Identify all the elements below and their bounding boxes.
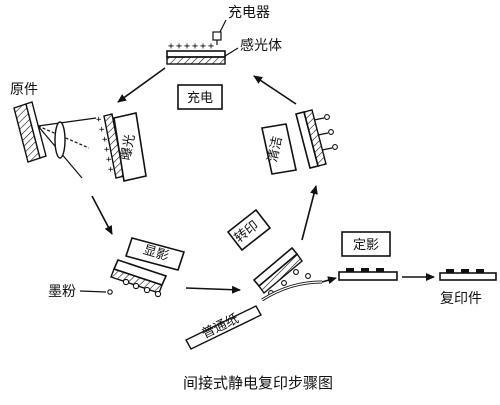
fix-sheet — [338, 268, 398, 281]
photoreceptor-plate — [166, 56, 226, 65]
svg-text:+: + — [96, 115, 102, 125]
step-expose: 曝光 — [113, 112, 147, 182]
copy-sheet — [439, 269, 497, 281]
charge-signs: +++ +++ — [168, 41, 214, 52]
toner-label: 墨粉 — [48, 284, 76, 300]
original-document — [13, 101, 47, 163]
original-label: 原件 — [10, 82, 38, 98]
step-transfer: 转印 — [226, 208, 272, 252]
flow-arrows — [91, 67, 435, 294]
svg-text:+: + — [208, 41, 214, 52]
toner-leader-line — [79, 290, 107, 293]
svg-text:+: + — [200, 41, 206, 52]
step-clean-label: 清洁 — [266, 135, 286, 164]
arrow-develop-to-transfer — [185, 285, 241, 294]
step-develop: 显影 — [124, 237, 186, 271]
plain-paper-label: 普通纸 — [200, 312, 242, 343]
charger-leader-line — [219, 19, 227, 33]
copy-output: 复印件 — [439, 269, 497, 307]
arrow-transfer-to-fix — [321, 276, 337, 285]
svg-text:+: + — [184, 41, 190, 52]
step-fix-label: 定影 — [353, 238, 379, 253]
photoreceptor-leader-line — [224, 47, 239, 57]
step-charge-label: 充电 — [187, 90, 213, 106]
residual-toner — [313, 114, 338, 151]
clean-station: 清洁 — [261, 109, 338, 175]
charger-label: 充电器 — [228, 5, 270, 21]
diagram-caption: 间接式静电复印步骤图 — [183, 374, 333, 392]
transfer-station: 转印 普通纸 — [185, 208, 323, 350]
arrow-expose-to-develop — [91, 195, 113, 235]
lens-icon — [54, 121, 66, 159]
exposure-station: 原件 +++ +++ 曝光 — [10, 82, 147, 182]
photoreceptor-top-layer — [166, 50, 226, 58]
exposure-light-beams — [37, 117, 97, 179]
charger-icon — [212, 31, 222, 45]
photoreceptor-label: 感光体 — [240, 37, 282, 54]
charging-station: 充电器 +++ +++ 感光体 — [166, 5, 282, 65]
svg-text:+: + — [168, 41, 174, 52]
arrow-transfer-to-clean — [301, 185, 318, 241]
plain-paper: 普通纸 — [185, 305, 262, 350]
step-clean: 清洁 — [261, 123, 297, 175]
clean-photoreceptor — [303, 109, 327, 167]
toner-particles — [107, 278, 162, 298]
copy-label: 复印件 — [440, 290, 482, 307]
step-fix: 定影 — [341, 231, 391, 257]
develop-station: 显影 墨粉 — [48, 237, 186, 300]
svg-text:+: + — [106, 155, 112, 165]
step-expose-label: 曝光 — [119, 133, 138, 161]
arrow-charge-to-expose — [117, 67, 166, 103]
svg-text:+: + — [176, 41, 182, 52]
exposed-charges: +++ +++ — [96, 115, 114, 175]
svg-text:+: + — [108, 165, 114, 175]
svg-text:+: + — [102, 135, 108, 145]
step-develop-label: 显影 — [141, 243, 170, 265]
transfer-photoreceptor — [258, 252, 303, 295]
arrow-clean-to-charge — [253, 75, 297, 105]
fix-station: 定影 — [338, 231, 398, 281]
svg-text:+: + — [104, 145, 110, 155]
svg-text:+: + — [99, 125, 105, 135]
svg-text:+: + — [192, 41, 198, 52]
step-charge: 充电 — [177, 84, 223, 110]
